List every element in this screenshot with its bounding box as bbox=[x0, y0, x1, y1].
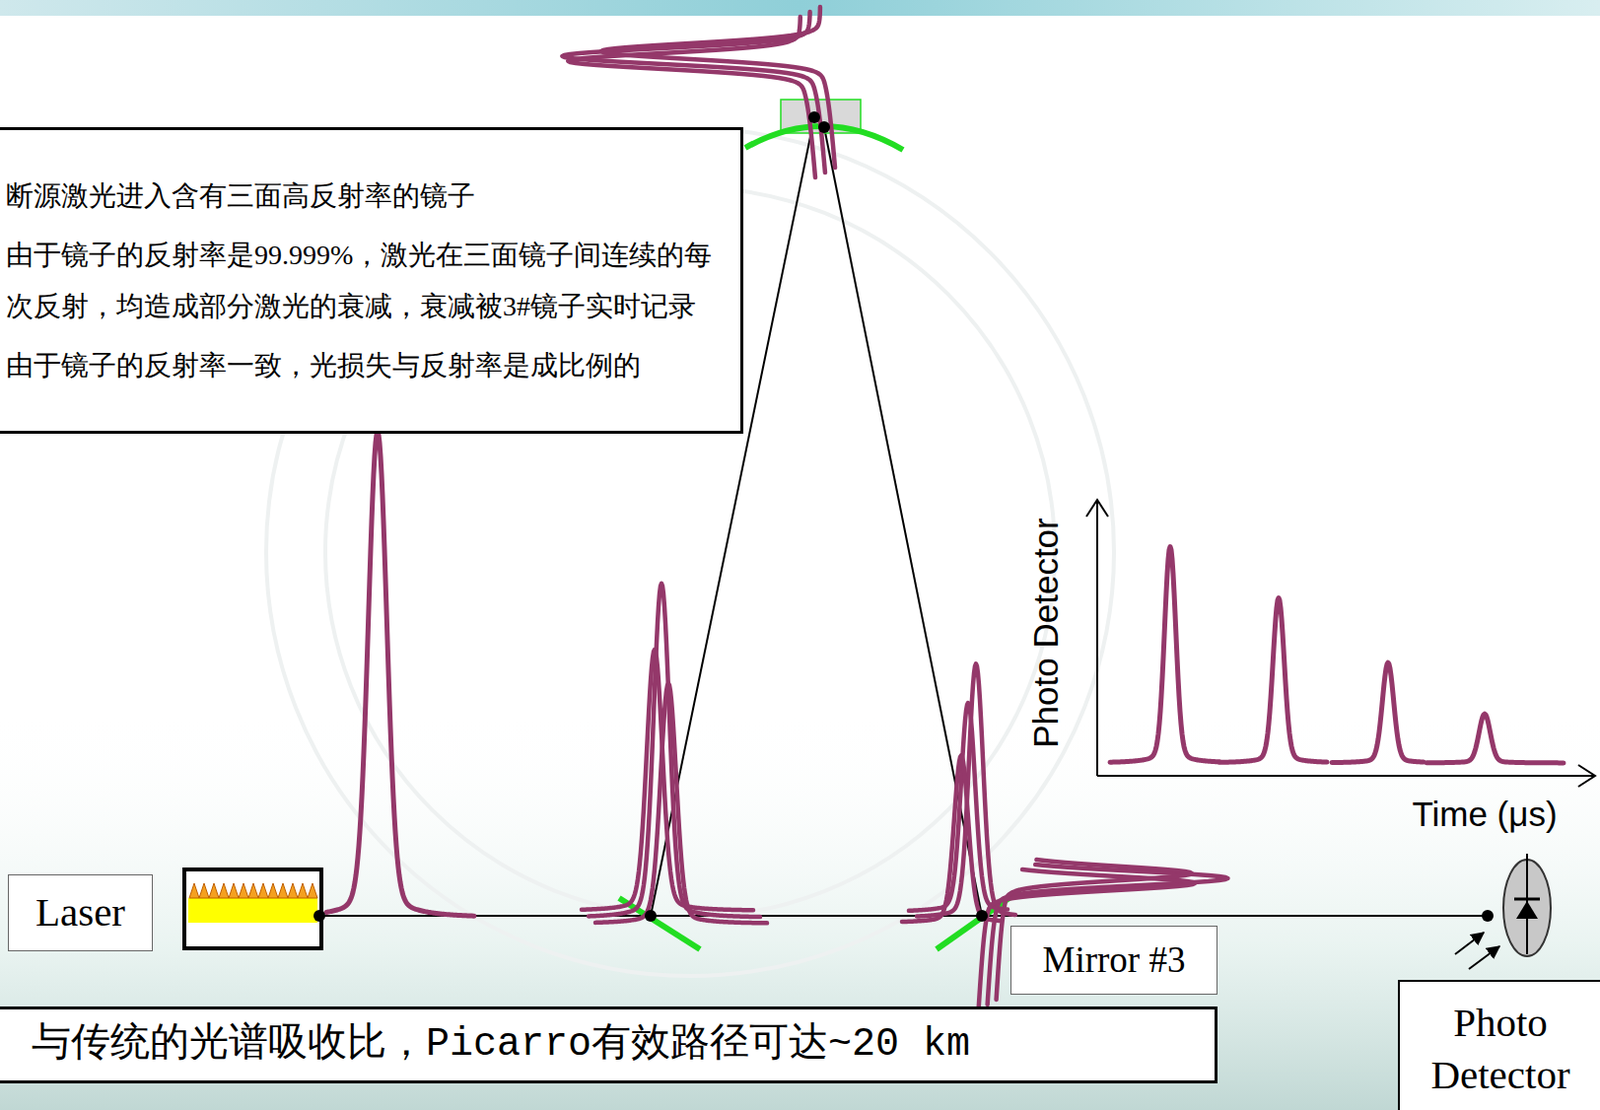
node-text: 与传统的光谱吸收比，Picarro有效路径可达~20 km bbox=[31, 1019, 1205, 1071]
laser-pulse bbox=[326, 431, 475, 916]
ringdown-pulse bbox=[908, 702, 1008, 911]
detector-signal bbox=[1331, 662, 1424, 763]
diode-symbol bbox=[1516, 901, 1538, 919]
axis-label: Photo Detector bbox=[1026, 517, 1066, 748]
beam-spot bbox=[1481, 909, 1494, 922]
laser-label: Laser bbox=[7, 874, 153, 952]
detector-label: Photo Detector bbox=[1397, 979, 1600, 1110]
node-text: Laser bbox=[16, 888, 144, 937]
summary-banner: 与传统的光谱吸收比，Picarro有效路径可达~20 km bbox=[0, 1006, 1218, 1084]
ringdown-pulse bbox=[595, 683, 767, 923]
grating-teeth bbox=[189, 883, 318, 899]
axis-label: Time (μs) bbox=[1411, 794, 1557, 835]
beam-spot bbox=[313, 909, 326, 922]
beam-spot bbox=[808, 111, 821, 124]
note-box: 断源激光进入含有三面高反射率的镜子由于镜子的反射率是99.999%，激光在三面镜… bbox=[0, 127, 744, 434]
top-band bbox=[0, 0, 1600, 16]
node-text: Mirror #3 bbox=[1019, 938, 1209, 982]
detector-signal bbox=[1219, 598, 1327, 764]
light-arrow bbox=[1468, 946, 1500, 970]
y-axis bbox=[1086, 499, 1109, 776]
beam-path bbox=[321, 914, 1488, 917]
campus-photo-fade bbox=[0, 709, 1600, 1110]
beam-spot bbox=[975, 909, 988, 922]
mirror-label: Mirror #3 bbox=[1010, 925, 1218, 995]
laser-module bbox=[184, 869, 322, 949]
gain-medium bbox=[188, 898, 318, 923]
ringdown-pulse bbox=[902, 755, 1001, 922]
node-text: 断源激光进入含有三面高反射率的镜子 bbox=[5, 170, 727, 222]
light-arrow bbox=[1455, 932, 1484, 955]
x-axis bbox=[1097, 765, 1596, 787]
diode-symbol bbox=[1514, 898, 1540, 902]
node-text: 由于镜子的反射率一致，光损失与反射率是成比例的 bbox=[5, 340, 727, 392]
detector-signal bbox=[1426, 713, 1564, 764]
detector-signal bbox=[1110, 547, 1220, 764]
beam-spot bbox=[644, 909, 657, 922]
node-text: 由于镜子的反射率是99.999%，激光在三面镜子间连续的每次反射，均造成部分激光… bbox=[5, 229, 727, 333]
node-text: Photo Detector bbox=[1407, 996, 1594, 1103]
beam-spot bbox=[818, 121, 831, 134]
